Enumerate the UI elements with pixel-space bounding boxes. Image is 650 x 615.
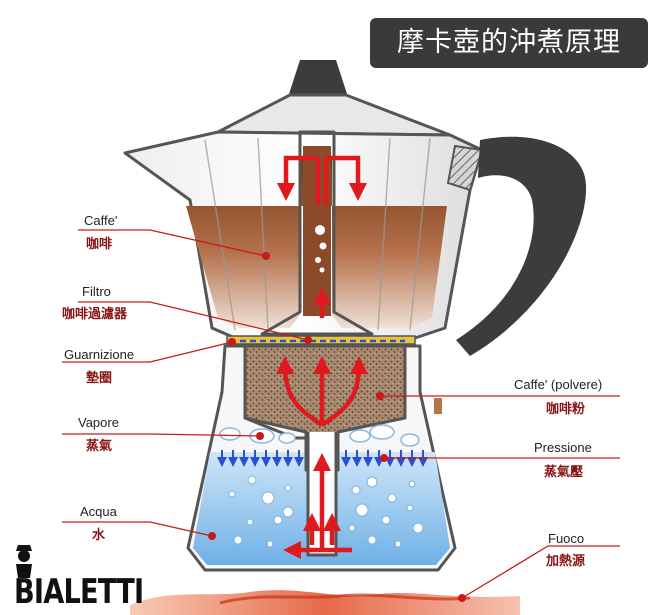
water-bubbles [228,475,424,548]
label-caffe-it: Caffe' [84,213,118,228]
label-fuoco-zh: 加熱源 [546,554,586,569]
pressure-arrows [217,450,428,467]
flame-graphic [130,590,520,615]
label-caffe-polvere-zh: 咖啡粉 [546,402,586,417]
label-caffe-polvere-it: Caffe' (polvere) [514,377,603,392]
collector-tube [260,130,374,336]
label-acqua-zh: 水 [92,528,106,543]
lid-knob [289,60,347,94]
facet-lines [204,137,431,331]
diagram-title: 摩卡壺的沖煮原理 [370,18,648,68]
label-pressione-it: Pressione [534,440,592,455]
leader-lines [62,229,620,599]
label-filtro-it: Filtro [82,284,111,299]
label-pressione-zh: 蒸氣壓 [544,465,584,480]
label-vapore-zh: 蒸氣 [86,439,113,454]
coffee-liquid [186,160,447,328]
leader-dots [208,252,466,602]
steam-clouds [219,424,420,447]
lid [216,93,452,137]
label-guarnizione-zh: 墊圈 [86,371,113,386]
coffee-bubbles [315,225,327,273]
label-guarnizione-it: Guarnizione [64,347,135,362]
label-vapore-it: Vapore [78,415,119,430]
safety-valve [434,398,442,414]
label-acqua-it: Acqua [80,504,117,519]
label-fuoco-it: Fuoco [548,531,585,546]
label-filtro-zh: 咖啡過濾器 [62,307,128,322]
flow-arrows [276,155,368,559]
bialetti-man-logo [16,545,32,578]
handle [446,136,587,356]
bialetti-logo-text: BIALETTI [14,572,144,612]
label-caffe-zh: 咖啡 [86,237,113,252]
